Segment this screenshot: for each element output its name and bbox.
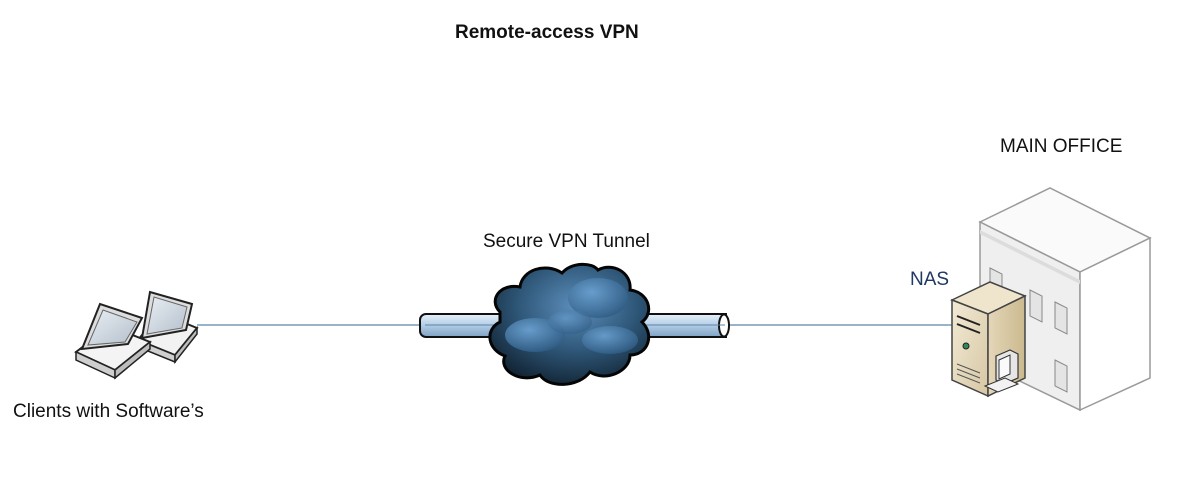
workstation-icon bbox=[983, 349, 1020, 393]
main-office-label: MAIN OFFICE bbox=[1000, 136, 1123, 157]
clients-label: Clients with Software’s bbox=[13, 401, 204, 422]
diagram-title: Remote-access VPN bbox=[455, 22, 639, 43]
building-icon bbox=[978, 187, 1152, 412]
vpn-tunnel-label: Secure VPN Tunnel bbox=[483, 231, 650, 252]
nas-label: NAS bbox=[910, 269, 950, 290]
cloud-icon bbox=[488, 262, 651, 386]
laptops-icon bbox=[74, 290, 199, 380]
